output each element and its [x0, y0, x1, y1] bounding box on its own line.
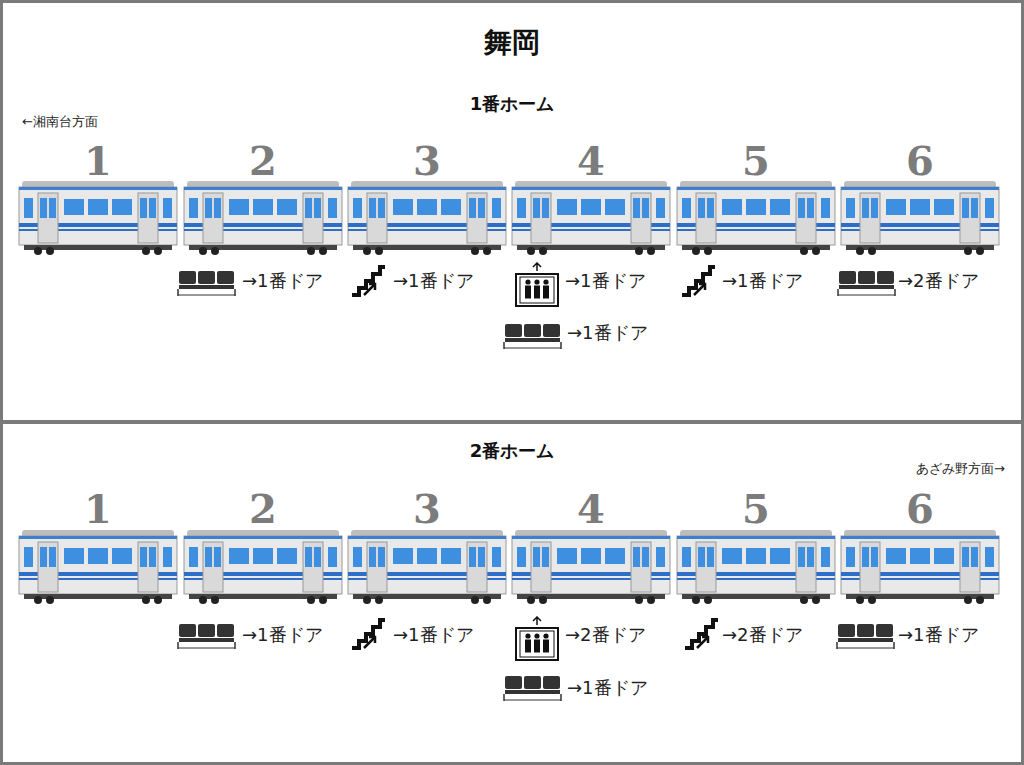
door-label: →1番ドア: [242, 623, 323, 647]
car-number: 3: [413, 137, 441, 184]
door-label: →1番ドア: [898, 623, 979, 647]
car-number: 3: [413, 485, 441, 532]
car-number: 2: [249, 485, 277, 532]
car-number: 2: [249, 137, 277, 184]
door-label: →2番ドア: [565, 623, 646, 647]
car-number: 1: [84, 137, 112, 184]
car-number: 5: [742, 137, 770, 184]
door-label: →1番ドア: [393, 623, 474, 647]
car-number: 4: [577, 137, 605, 184]
car-number: 6: [906, 137, 934, 184]
train-2: [19, 530, 999, 604]
direction-label: ←湘南台方面: [22, 113, 98, 131]
page-title: 舞岡: [0, 24, 1024, 62]
door-label: →1番ドア: [567, 676, 648, 700]
car-number: 1: [84, 485, 112, 532]
platform-panel: 2番ホーム: [0, 421, 1024, 765]
door-label: →2番ドア: [898, 269, 979, 293]
platform-title: 1番ホーム: [3, 92, 1021, 116]
door-label: →1番ドア: [722, 269, 803, 293]
direction-label: あざみ野方面→: [916, 460, 1005, 478]
platform-panel: 1番ホーム: [0, 0, 1024, 423]
door-label: →1番ドア: [242, 269, 323, 293]
car-number: 4: [577, 485, 605, 532]
car-number: 6: [906, 485, 934, 532]
door-label: →1番ドア: [393, 269, 474, 293]
platform-title: 2番ホーム: [3, 439, 1021, 463]
door-label: →1番ドア: [567, 321, 648, 345]
car-number: 5: [742, 485, 770, 532]
door-label: →2番ドア: [722, 623, 803, 647]
door-label: →1番ドア: [565, 269, 646, 293]
facility-icons: [178, 263, 895, 701]
train-1: [19, 181, 999, 255]
